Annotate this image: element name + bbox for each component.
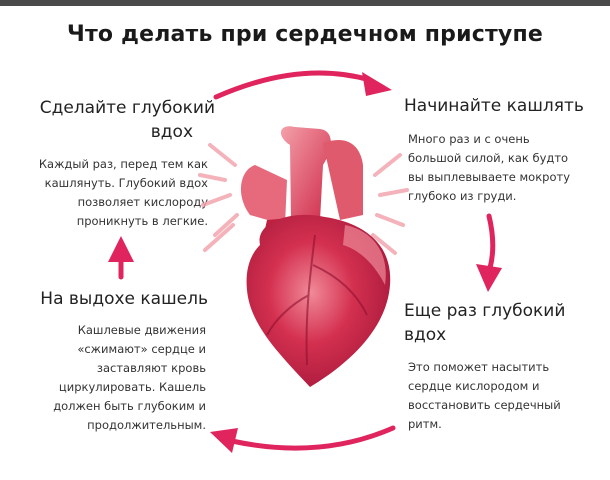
step-title-line: вдох: [404, 325, 447, 345]
step-desc-line: восстановить сердечный: [408, 398, 561, 412]
page-title: Что делать при сердечном приступе: [67, 22, 543, 47]
step-desc-line: Каждый раз, перед тем как: [38, 157, 208, 171]
step-title-deep-breath-again: Еще раз глубокий вдох: [404, 299, 604, 347]
step-desc-line: сердце кислородом и: [408, 379, 540, 393]
step-title-cough-on-exhale: На выдохе кашель: [10, 287, 208, 311]
step-desc-line: большой силой, как будто: [408, 151, 569, 165]
step-desc-line: Много раз и с очень: [408, 132, 530, 146]
step-desc-line: Это поможет насытить: [408, 360, 550, 374]
step-desc-line: вы выплевываете мокроту: [408, 170, 570, 184]
arrow-up-icon: [108, 236, 134, 280]
step-desc-cough-on-exhale: Кашлевые движения «сжимают» сердце и зас…: [8, 321, 206, 435]
step-title-deep-breath: Сделайте глубокий вдох: [10, 96, 215, 144]
step-desc-line: позволяет кислороду: [77, 195, 208, 209]
curved-arrow-right-icon: [213, 70, 392, 100]
curved-arrow-left-icon: [210, 425, 396, 453]
step-desc-line: проникнуть в легкие.: [76, 214, 208, 228]
anatomical-heart-icon: [198, 126, 409, 387]
step-desc-line: ритм.: [408, 417, 442, 431]
step-desc-line: заставляют кровь: [96, 361, 206, 375]
step-desc-line: глубоко из груди.: [408, 189, 517, 203]
top-bar: [0, 0, 610, 6]
step-desc-deep-breath: Каждый раз, перед тем как кашлянуть. Глу…: [8, 155, 208, 231]
step-desc-line: должен быть глубоким и: [53, 399, 206, 413]
step-title-line: Еще раз глубокий: [404, 301, 566, 321]
step-desc-line: Кашлевые движения: [77, 323, 206, 337]
step-title-line: Сделайте глубокий: [39, 98, 215, 118]
step-desc-line: циркулировать. Кашель: [58, 380, 206, 394]
step-title-start-coughing: Начинайте кашлять: [404, 94, 604, 118]
step-title-line: вдох: [150, 122, 193, 142]
step-desc-deep-breath-again: Это поможет насытить сердце кислородом и…: [408, 358, 598, 434]
step-title-line: Начинайте кашлять: [404, 96, 584, 116]
step-desc-line: продолжительным.: [87, 418, 206, 432]
step-title-line: На выдохе кашель: [40, 289, 208, 309]
step-desc-line: кашлянуть. Глубокий вдох: [44, 176, 208, 190]
step-desc-start-coughing: Много раз и с очень большой силой, как б…: [408, 130, 604, 206]
arrow-down-icon: [476, 213, 502, 292]
step-desc-line: «сжимают» сердце и: [77, 342, 206, 356]
